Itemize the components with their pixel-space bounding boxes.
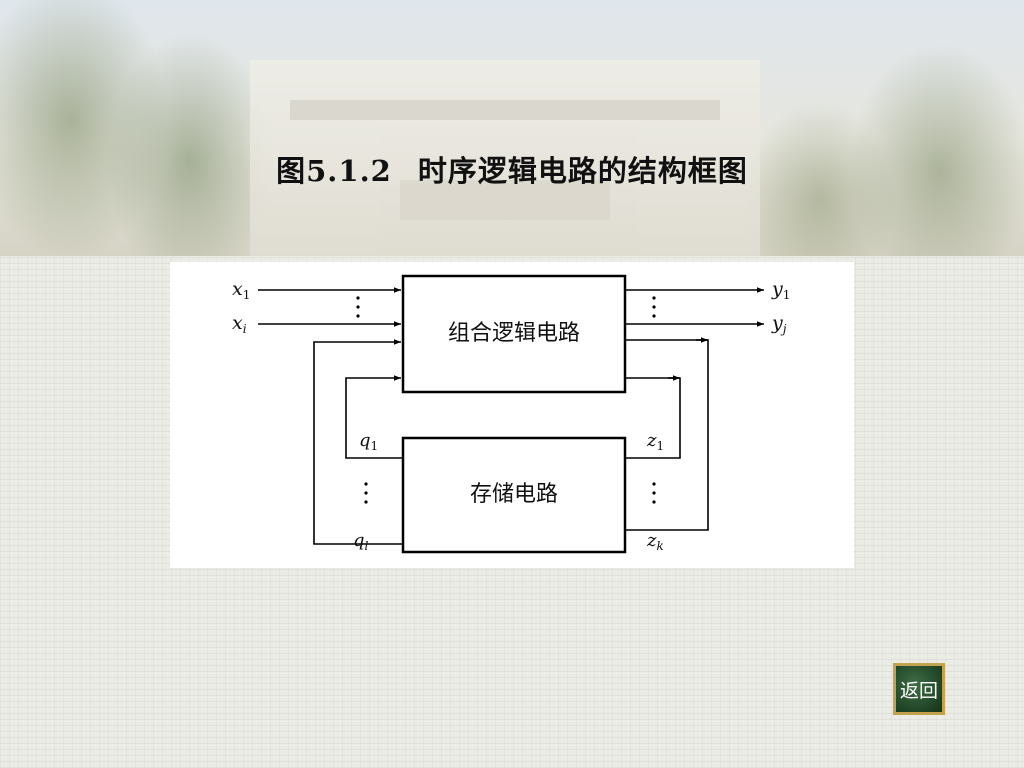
page-title: 图5.1.2 时序逻辑电路的结构框图 xyxy=(0,148,1024,190)
input-label-xi: xi xyxy=(232,312,247,336)
background-building xyxy=(250,60,760,256)
input-label-x1: x1 xyxy=(232,278,250,302)
feedback-path-ql xyxy=(313,339,403,545)
block-diagram: 组合逻辑电路 存储电路 x1 xi y1 yj xyxy=(232,274,790,554)
excitation-path-z1 xyxy=(625,377,681,459)
excitation-label-z1: z1 xyxy=(646,430,664,453)
excitation-ellipsis xyxy=(652,482,656,504)
output-ellipsis xyxy=(652,296,656,318)
diagram-panel: 组合逻辑电路 存储电路 x1 xi y1 yj xyxy=(170,262,854,568)
state-ellipsis xyxy=(364,482,368,504)
storage-circuit-label: 存储电路 xyxy=(470,482,558,507)
output-label-y1: y1 xyxy=(771,278,790,302)
figure-number: 图5.1.2 xyxy=(276,154,392,188)
storage-circuit-block xyxy=(401,436,627,554)
back-button-label: 返回 xyxy=(899,679,938,702)
figure-caption: 时序逻辑电路的结构框图 xyxy=(417,154,748,188)
state-label-q1: q1 xyxy=(359,430,378,453)
state-label-ql: ql xyxy=(353,530,369,553)
feedback-path-q1 xyxy=(345,375,403,459)
excitation-path-zk xyxy=(625,339,709,531)
output-label-yj: yj xyxy=(771,312,787,336)
combinational-logic-block xyxy=(401,274,627,394)
excitation-label-zk: zk xyxy=(646,530,664,553)
combinational-logic-label: 组合逻辑电路 xyxy=(448,321,580,346)
back-button[interactable]: 返回 xyxy=(893,663,945,715)
input-ellipsis xyxy=(356,296,360,318)
